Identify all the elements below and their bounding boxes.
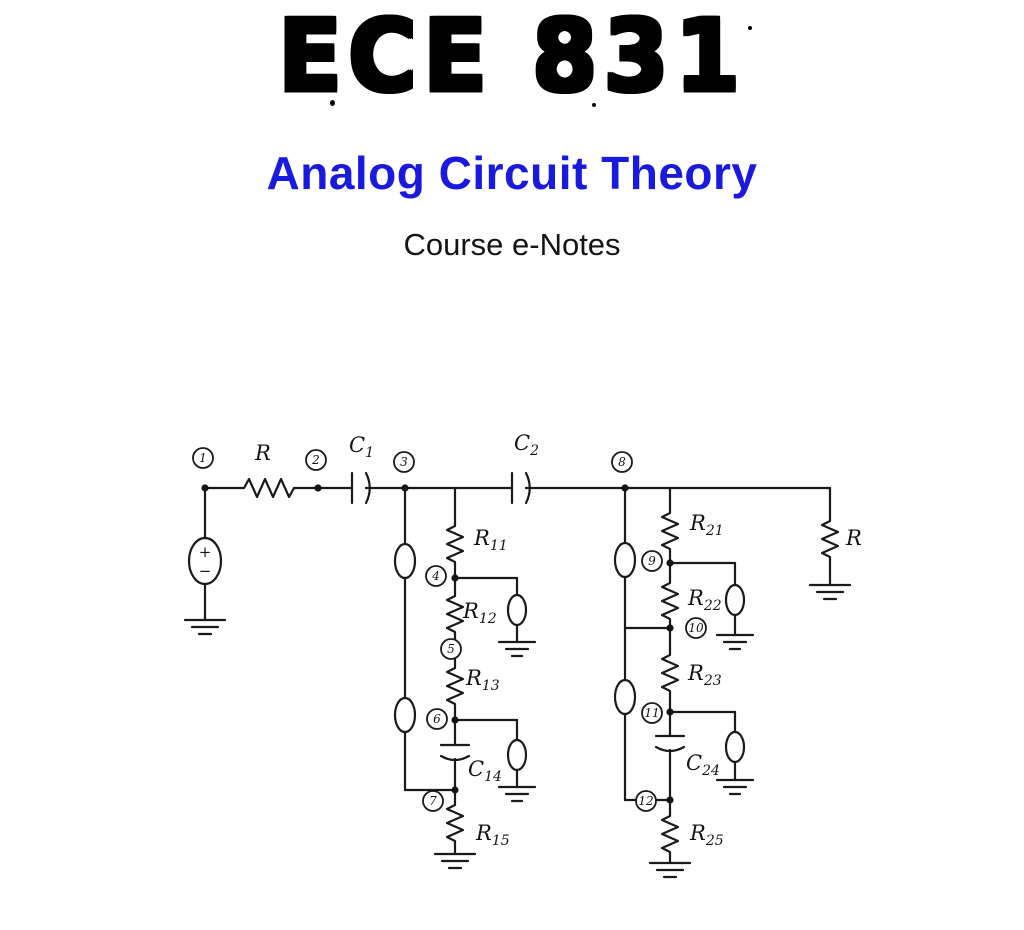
ground-symbol bbox=[715, 778, 755, 796]
resistor-r23 bbox=[660, 650, 680, 696]
junction-dot bbox=[666, 796, 674, 804]
label-r11: R11 bbox=[473, 526, 508, 554]
ground-symbol bbox=[497, 785, 537, 803]
svg-text:9: 9 bbox=[648, 554, 656, 568]
ground-symbol bbox=[433, 852, 477, 870]
label-r-series: R bbox=[254, 441, 271, 465]
svg-text:5: 5 bbox=[447, 642, 455, 656]
capacitor-c24 bbox=[654, 734, 686, 753]
ground-symbol bbox=[183, 618, 227, 636]
ink-speck bbox=[592, 103, 596, 107]
svg-text:11: 11 bbox=[644, 706, 659, 720]
node-9-badge: 9 bbox=[641, 550, 663, 572]
course-subtitle: Course e-Notes bbox=[403, 227, 621, 262]
label-r13: R13 bbox=[465, 666, 500, 694]
junction-dot bbox=[451, 716, 459, 724]
resistor-r-series bbox=[236, 477, 302, 499]
node-8-badge: 8 bbox=[611, 451, 633, 473]
source-plus-sign: + bbox=[199, 543, 212, 561]
node-1-badge: 1 bbox=[192, 447, 214, 469]
ground-symbol bbox=[808, 583, 852, 601]
svg-text:3: 3 bbox=[400, 455, 408, 469]
resistor-r-load bbox=[820, 516, 840, 562]
resistor-r15 bbox=[445, 800, 465, 846]
voltage-source bbox=[187, 536, 223, 586]
resistor-r22 bbox=[660, 578, 680, 624]
svg-text:6: 6 bbox=[433, 712, 441, 726]
circuit-schematic: + − bbox=[183, 431, 862, 879]
svg-text:2: 2 bbox=[311, 453, 320, 467]
svg-text:12: 12 bbox=[638, 794, 653, 808]
node-4-badge: 4 bbox=[425, 565, 447, 587]
source-minus-sign: − bbox=[199, 562, 212, 580]
oval-source-symbol bbox=[724, 730, 746, 764]
node-5-badge: 5 bbox=[440, 638, 462, 660]
junction-dot bbox=[314, 484, 322, 492]
ground-symbol bbox=[497, 640, 537, 658]
ground-symbol bbox=[648, 861, 692, 879]
label-c14: C14 bbox=[468, 757, 502, 785]
junction-dot bbox=[621, 484, 629, 492]
node-12-badge: 12 bbox=[635, 790, 657, 812]
label-r22: R22 bbox=[687, 586, 722, 614]
label-c1: C1 bbox=[349, 433, 374, 461]
junction-dot bbox=[666, 559, 674, 567]
junction-dot bbox=[451, 574, 459, 582]
node-6-badge: 6 bbox=[426, 708, 448, 730]
oval-source-symbol bbox=[613, 678, 637, 716]
node-11-badge: 11 bbox=[641, 702, 663, 724]
ground-symbol bbox=[715, 633, 755, 651]
node-3-badge: 3 bbox=[393, 451, 415, 473]
course-code: ECE 831 bbox=[277, 0, 747, 115]
label-r12: R12 bbox=[462, 599, 497, 627]
oval-source-symbol bbox=[506, 738, 528, 772]
oval-source-symbol bbox=[393, 696, 417, 734]
svg-text:8: 8 bbox=[618, 455, 626, 469]
capacitor-c2 bbox=[510, 471, 531, 505]
svg-text:1: 1 bbox=[199, 451, 207, 465]
oval-source-symbol bbox=[613, 541, 637, 579]
resistor-r12 bbox=[445, 591, 465, 637]
junction-dot bbox=[201, 484, 209, 492]
label-c24: C24 bbox=[686, 751, 720, 779]
resistor-r25 bbox=[660, 811, 680, 857]
capacitor-c14 bbox=[439, 743, 471, 762]
resistor-r21 bbox=[660, 508, 680, 554]
oval-source-symbol bbox=[393, 542, 417, 580]
label-r23: R23 bbox=[687, 661, 722, 689]
circuit-wiring bbox=[203, 486, 832, 865]
junction-dot bbox=[666, 708, 674, 716]
node-7-badge: 7 bbox=[422, 790, 444, 812]
junction-dot bbox=[401, 484, 409, 492]
junction-dot bbox=[666, 624, 674, 632]
label-c2: C2 bbox=[514, 431, 539, 459]
oval-source-symbol bbox=[724, 583, 746, 617]
label-r-load: R bbox=[845, 526, 862, 550]
label-r21: R21 bbox=[689, 511, 724, 539]
ink-speck bbox=[330, 100, 335, 106]
course-title: Analog Circuit Theory bbox=[266, 147, 758, 199]
junction-dot bbox=[451, 786, 459, 794]
resistor-r11 bbox=[445, 521, 465, 567]
ink-speck bbox=[748, 26, 752, 30]
svg-text:4: 4 bbox=[431, 569, 440, 583]
svg-text:7: 7 bbox=[429, 794, 437, 808]
resistor-r13 bbox=[445, 663, 465, 709]
oval-source-symbol bbox=[506, 593, 528, 627]
node-10-badge: 10 bbox=[685, 617, 707, 639]
capacitor-c1 bbox=[350, 471, 371, 505]
ink-speck bbox=[612, 18, 617, 23]
label-r25: R25 bbox=[689, 821, 724, 849]
svg-text:10: 10 bbox=[688, 621, 704, 635]
label-r15: R15 bbox=[475, 821, 510, 849]
node-2-badge: 2 bbox=[305, 449, 327, 471]
